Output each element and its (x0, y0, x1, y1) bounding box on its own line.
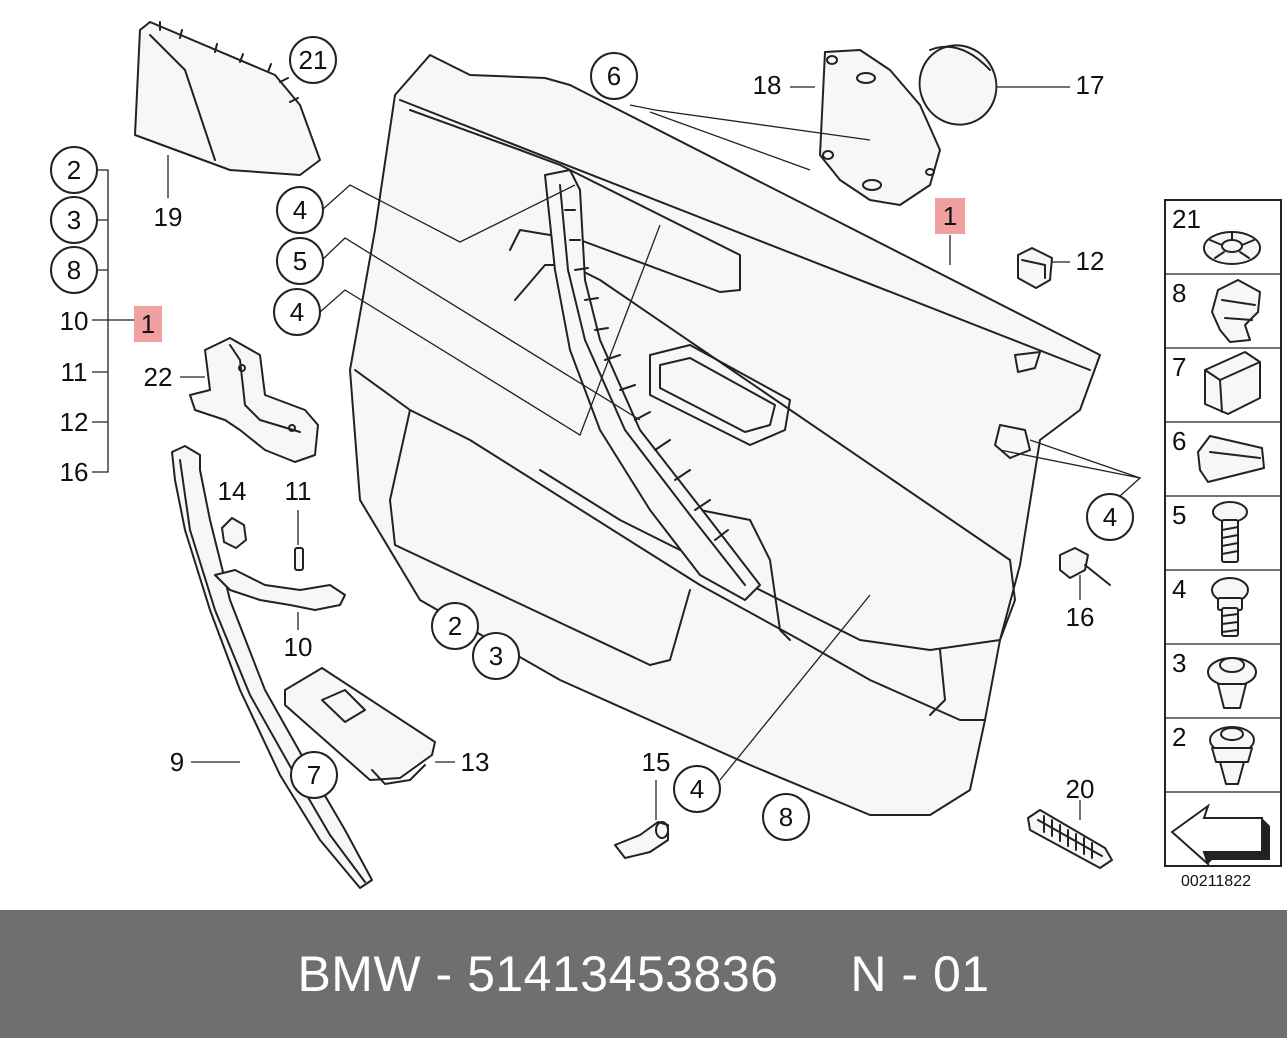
callout-17: 17 (1076, 70, 1105, 100)
speaker-cover-18 (819, 49, 941, 206)
callout-8: 8 (779, 802, 793, 832)
switch-panel-7 (284, 667, 436, 785)
callout-14: 14 (218, 476, 247, 506)
legend-label-3: 3 (1172, 648, 1186, 678)
fastener-legend: 21 8 7 6 5 4 (1164, 199, 1282, 890)
door-pull-frame (544, 169, 761, 601)
list-item-10: 10 (60, 306, 89, 336)
callout-22: 22 (144, 362, 173, 392)
highlight-box (134, 306, 162, 342)
callout-circle (289, 36, 337, 84)
callout-4: 4 (293, 195, 307, 225)
callout-4: 4 (1103, 502, 1117, 532)
callout-6: 6 (607, 61, 621, 91)
expanding-nut-icon (1207, 657, 1257, 709)
callout-13: 13 (461, 747, 490, 777)
flat-clip-icon (1197, 435, 1265, 483)
box-clip-icon (1204, 351, 1261, 415)
grid-cover-20 (1027, 809, 1113, 869)
callout-5: 5 (293, 246, 307, 276)
callout-15: 15 (642, 747, 671, 777)
callout-circle (1086, 493, 1134, 541)
callout-1: 1 (943, 201, 957, 231)
callout-2: 2 (448, 611, 462, 641)
callout-circle (290, 751, 338, 799)
clip-12 (1017, 247, 1053, 289)
callout-4: 4 (690, 774, 704, 804)
part-code-label: 00211822 (1181, 873, 1251, 890)
callout-16: 16 (1066, 602, 1095, 632)
highlight-box (935, 198, 965, 234)
legend-label-8: 8 (1172, 278, 1186, 308)
callout-circle (431, 602, 479, 650)
callout-circle (762, 793, 810, 841)
callout-12: 12 (1076, 246, 1105, 276)
pillar-trim-9 (171, 445, 373, 889)
leader-lines (92, 86, 1142, 820)
legend-label-21: 21 (1172, 204, 1201, 234)
callout-3: 3 (489, 641, 503, 671)
speaker-grill-17 (918, 44, 998, 126)
callout-11: 11 (285, 476, 312, 506)
mirror-triangle-cover (134, 21, 321, 176)
bracket-22 (189, 337, 319, 463)
callout-circle (472, 632, 520, 680)
legend-label-6: 6 (1172, 426, 1186, 456)
parts-diagram: 21 19 6 18 17 1 12 4 5 4 22 14 11 10 2 3… (50, 21, 1282, 890)
callout-9: 9 (170, 747, 184, 777)
list-item-11: 11 (61, 357, 88, 387)
cap-14 (221, 517, 247, 549)
handle-10 (214, 569, 346, 611)
callout-21: 21 (299, 45, 328, 75)
callout-circle (590, 52, 638, 100)
pin-11 (294, 547, 304, 571)
expanding-rivet-icon (1209, 726, 1255, 785)
list-item-12: 12 (60, 407, 89, 437)
legend-label-4: 4 (1172, 574, 1186, 604)
list-item-3: 3 (67, 205, 81, 235)
callout-7: 7 (307, 760, 321, 790)
footer-part-number: BMW - 51413453836 N - 01 (297, 946, 990, 1002)
torx-screw-icon (1211, 577, 1249, 637)
legend-label-5: 5 (1172, 500, 1186, 530)
callout-4: 4 (290, 297, 304, 327)
list-highlight-1: 1 (141, 309, 155, 339)
footer-banner: BMW - 51413453836 N - 01 (0, 910, 1287, 1038)
spring-clip-icon (1211, 279, 1261, 343)
list-item-16: 16 (60, 457, 89, 487)
callout-10: 10 (284, 632, 313, 662)
callouts: 21 19 6 18 17 1 12 4 5 4 22 14 11 10 2 3… (144, 36, 1134, 841)
arrow-icon (1170, 803, 1270, 868)
screw-icon (1212, 501, 1248, 563)
callout-circle (273, 288, 321, 336)
callout-20: 20 (1066, 774, 1095, 804)
left-bracket-list: 2 3 8 10 11 12 16 1 (50, 146, 162, 487)
callout-19: 19 (154, 202, 183, 232)
list-item-2: 2 (67, 155, 81, 185)
legend-label-2: 2 (1172, 722, 1186, 752)
legend-label-7: 7 (1172, 352, 1186, 382)
callout-circle (276, 237, 324, 285)
callout-18: 18 (753, 70, 782, 100)
clip-16 (1059, 547, 1111, 586)
rosette-clip-icon (1203, 231, 1261, 265)
list-item-8: 8 (67, 255, 81, 285)
door-trim-panel (349, 54, 1101, 816)
callout-circle (276, 186, 324, 234)
screw-15 (614, 821, 669, 859)
callout-circle (673, 765, 721, 813)
